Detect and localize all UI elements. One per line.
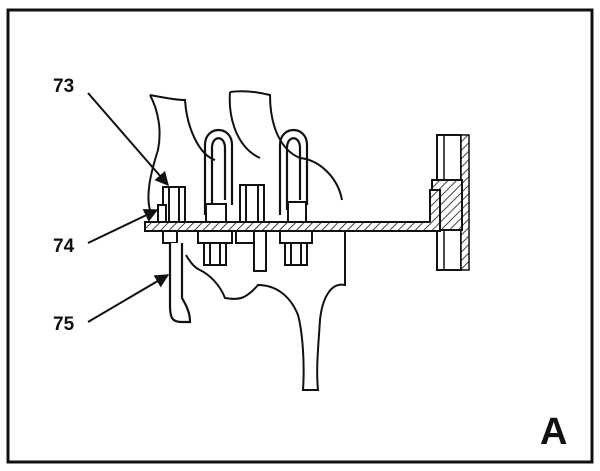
hook-part (168, 243, 192, 324)
lower-fittings (162, 230, 313, 272)
leader-74 (87, 209, 159, 244)
diagram-border (6, 8, 594, 464)
fasteners (157, 184, 307, 223)
leader-lines (87, 92, 170, 323)
leader-73 (87, 92, 169, 187)
leader-75 (87, 274, 170, 323)
callout-74: 74 (53, 236, 75, 257)
side-wall (431, 134, 470, 271)
retaining-clips (203, 129, 309, 215)
callout-73: 73 (53, 76, 74, 97)
panel-letter: A (540, 411, 567, 453)
housing-outline (147, 90, 346, 391)
callout-75: 75 (53, 314, 75, 335)
